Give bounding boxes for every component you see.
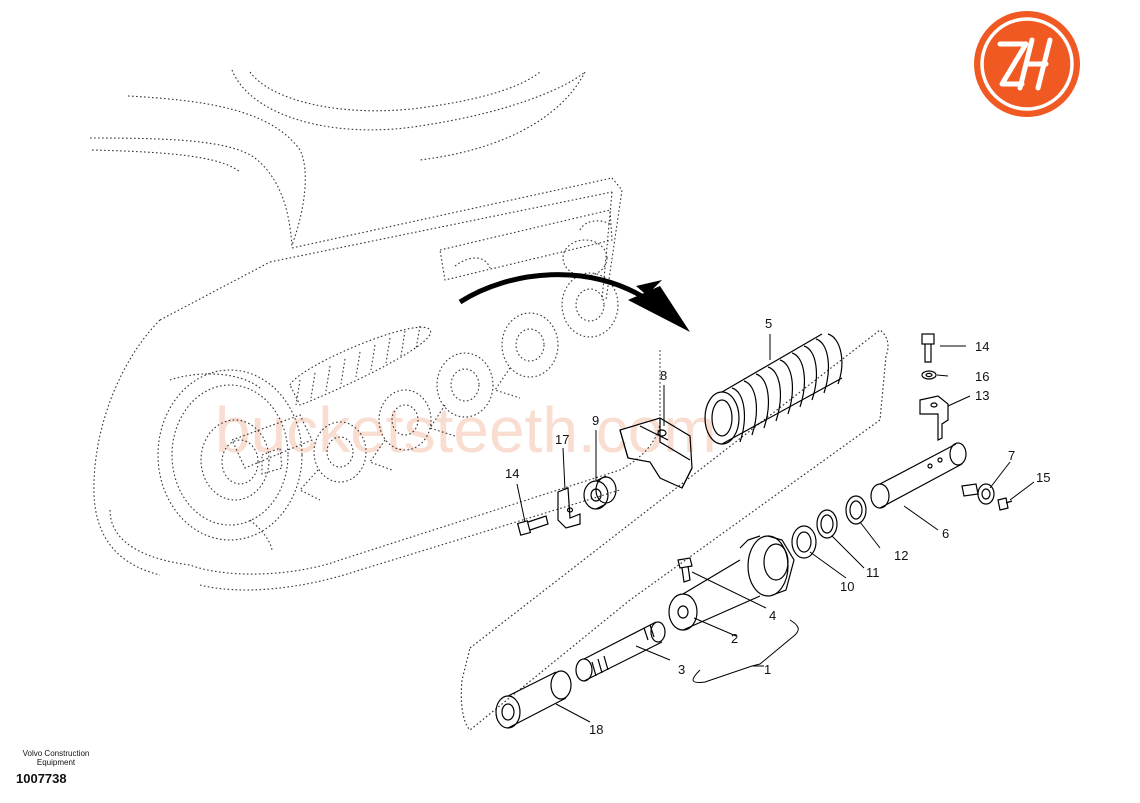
direction-arrow	[458, 272, 690, 332]
part-shaft-6	[870, 442, 967, 509]
part-pin-3	[575, 621, 666, 682]
part-sleeve-18	[495, 670, 572, 729]
figure-number: 1007738	[16, 771, 67, 786]
part-bolt-4	[677, 557, 693, 583]
arrow-curve	[458, 272, 650, 305]
part-ring-11	[816, 509, 838, 539]
arrow-head	[628, 280, 690, 332]
part-nipple-15	[997, 497, 1013, 511]
dotted-frame	[460, 329, 889, 731]
part-spring	[704, 333, 843, 445]
watermark-text: bucketsteeth.com	[215, 394, 717, 466]
part-hub-2	[668, 535, 795, 631]
part-fitting-7	[961, 483, 995, 505]
part-washer-16	[921, 370, 937, 380]
callout-1: 1	[764, 662, 771, 677]
callout-4: 4	[769, 608, 776, 623]
company-name-line1: Volvo Construction	[22, 749, 90, 758]
callout-17: 17	[555, 432, 569, 447]
logo-zh-mark	[997, 37, 1053, 91]
part-yoke-bracket	[619, 417, 693, 489]
callout-5: 5	[765, 316, 772, 331]
company-name-line2: Equipment	[36, 758, 76, 767]
callout-10: 10	[840, 579, 854, 594]
callout-15: 15	[1036, 470, 1050, 485]
callout-2: 2	[731, 631, 738, 646]
part-ring-10	[791, 525, 817, 559]
callout-8: 8	[660, 368, 667, 383]
part-ring-12	[845, 495, 867, 525]
callout-16: 16	[975, 369, 989, 384]
callout-14-top: 14	[975, 339, 989, 354]
part-bracket-17	[557, 487, 581, 529]
callout-13: 13	[975, 388, 989, 403]
callout-6: 6	[942, 526, 949, 541]
figure-caption: Volvo Construction Equipment 1007738	[10, 749, 102, 786]
callout-3: 3	[678, 662, 685, 677]
callout-labels: 1 2 3 4 5 6 7 8 9 10 11 12 13 14 14 15 1…	[505, 316, 1050, 737]
callout-9: 9	[592, 413, 599, 428]
part-bolt-14-left	[516, 515, 549, 536]
callout-14-left: 14	[505, 466, 519, 481]
machine-outline	[89, 69, 661, 591]
logo-inner-ring	[980, 17, 1074, 111]
zh-logo	[974, 11, 1080, 117]
part-bolt-14-top	[921, 333, 935, 363]
callout-12: 12	[894, 548, 908, 563]
leader-lines	[516, 334, 1035, 723]
part-plate-13	[919, 395, 949, 441]
callout-7: 7	[1008, 448, 1015, 463]
part-bushing	[583, 475, 617, 510]
callout-18: 18	[589, 722, 603, 737]
callout-11: 11	[866, 565, 880, 580]
exploded-parts	[460, 329, 1013, 731]
